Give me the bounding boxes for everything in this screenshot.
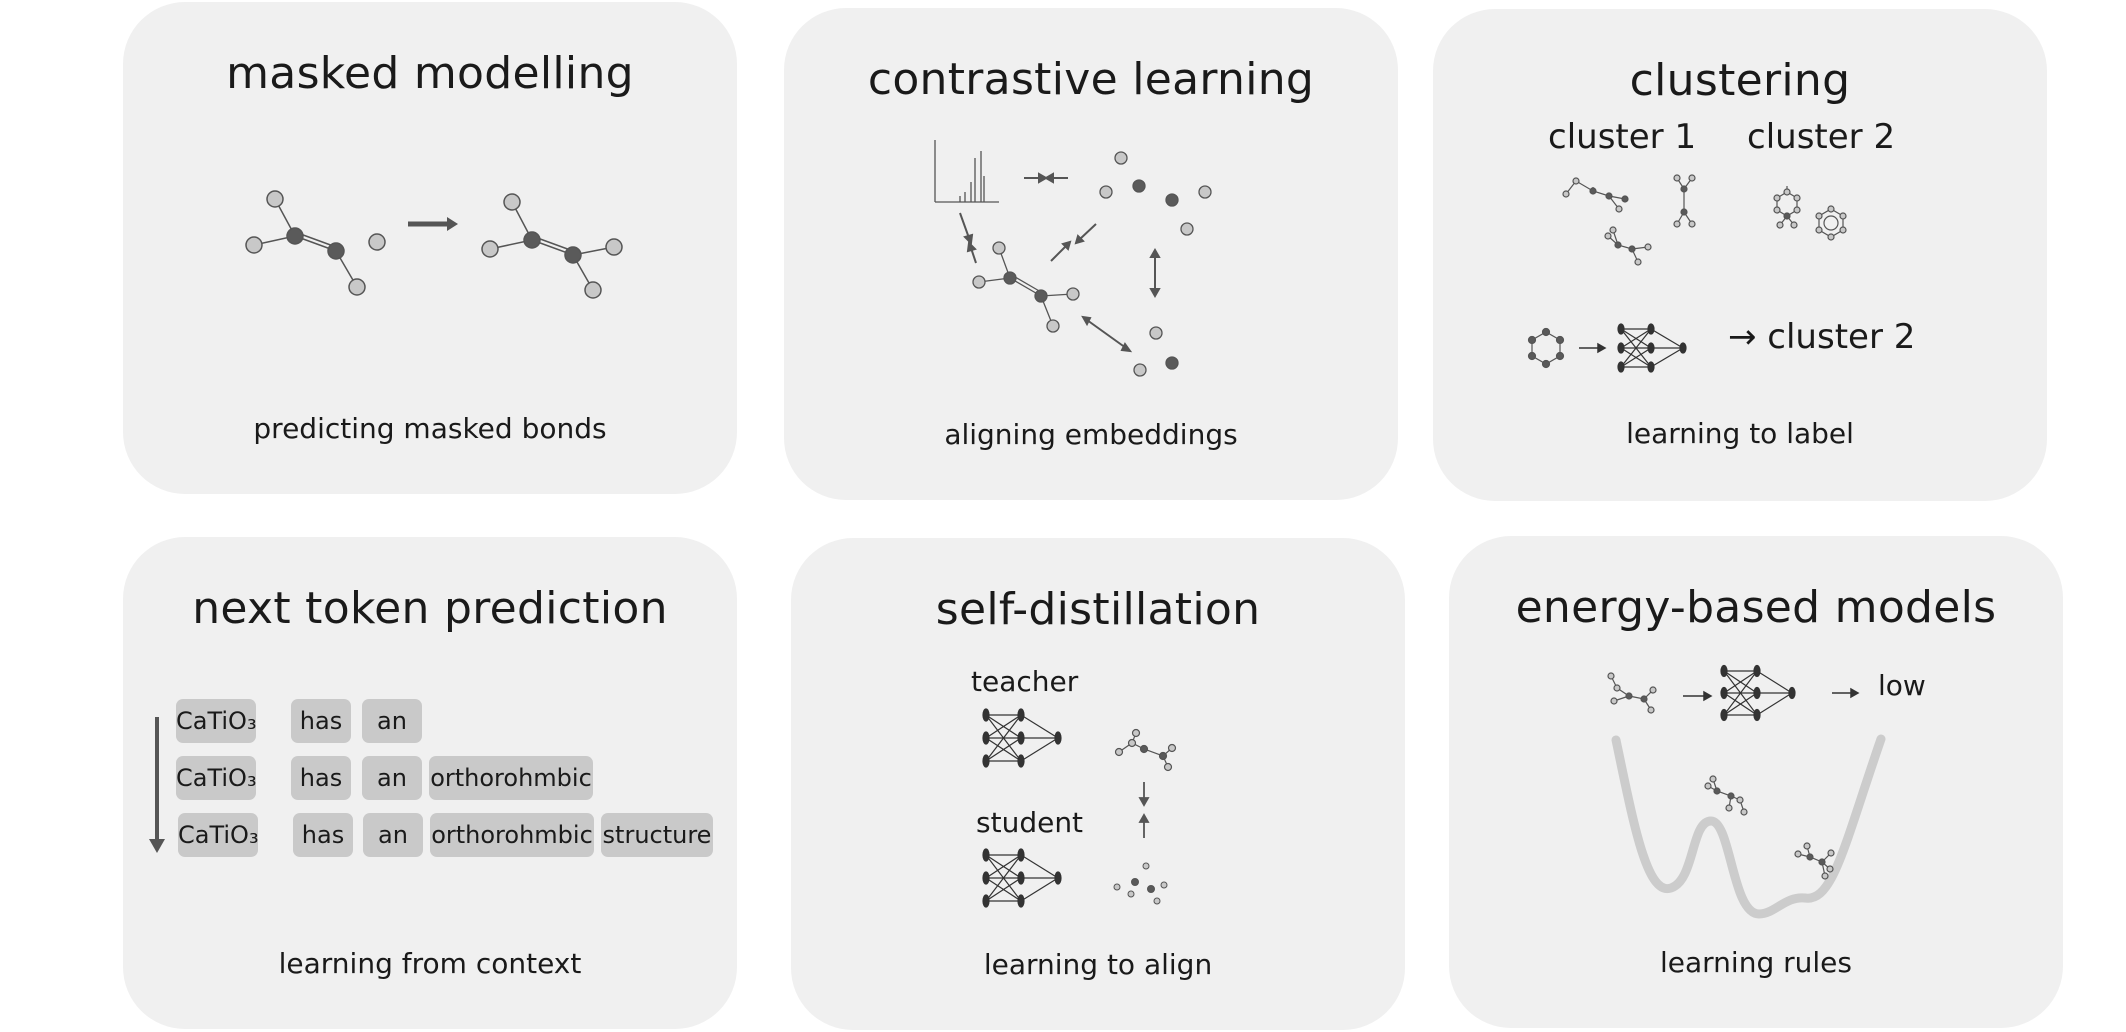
panel-self-distillation: self-distillation teacher student [791, 538, 1405, 1030]
molecule-icon [1527, 174, 1847, 369]
panel-title: self-distillation [935, 584, 1261, 635]
panel-caption: learning from context [278, 947, 582, 980]
energy-based-models-figure [1607, 664, 1886, 919]
embedding-points [1113, 862, 1168, 905]
teacher-label: teacher [971, 665, 1079, 698]
token: CaTiO₃ [176, 699, 257, 743]
next-token-arrow [149, 717, 165, 853]
panel-title: masked modelling [226, 48, 634, 99]
molecule-icon [1794, 842, 1835, 880]
energy-landscape-icon [1611, 734, 1886, 919]
molecule-icon [1607, 672, 1657, 714]
token: structure [601, 813, 713, 857]
spectrum-icon [934, 140, 999, 203]
cluster-2-label: cluster 2 [1747, 117, 1896, 157]
token: an [362, 699, 422, 743]
cluster-1-label: cluster 1 [1548, 117, 1697, 157]
arrow-icon [1579, 342, 1607, 354]
molecule-icon [972, 241, 1080, 333]
token: CaTiO₃ [178, 813, 259, 857]
energy-low-label: low [1878, 669, 1926, 702]
token: orthorohmbic [429, 756, 593, 800]
panel-energy-based-models: energy-based models low [1449, 536, 2063, 1028]
panel-masked-modelling: masked modelling [123, 2, 737, 494]
panel-caption: learning to label [1626, 417, 1854, 450]
self-distillation-figure [982, 708, 1177, 908]
cluster-output-label: → cluster 2 [1728, 317, 1916, 357]
panel-contrastive-learning: contrastive learning [784, 8, 1398, 500]
panel-next-token-prediction: next token prediction CaTiO₃ has an CaTi… [123, 537, 737, 1029]
arrow-icon [1683, 687, 1860, 702]
arrow-icon [1138, 782, 1150, 838]
neural-network-icon [1617, 323, 1687, 373]
token: has [291, 699, 351, 743]
molecule-icon [1704, 775, 1748, 816]
clustering-figure [1527, 174, 1847, 373]
embedding-points [1099, 151, 1212, 377]
arrow-icon [959, 212, 1161, 353]
panel-title: energy-based models [1515, 582, 1997, 633]
molecule-icon [1114, 728, 1177, 772]
panel-title: contrastive learning [867, 54, 1315, 105]
neural-network-icon [982, 848, 1062, 908]
neural-network-icon [982, 708, 1062, 768]
panel-caption: predicting masked bonds [253, 412, 607, 445]
arrow-icon [149, 717, 165, 853]
token: orthorohmbic [430, 813, 594, 857]
student-label: student [976, 806, 1084, 839]
token: has [291, 756, 351, 800]
arrow-icon [1024, 172, 1068, 184]
panel-caption: learning to align [983, 948, 1213, 981]
molecule-icon [245, 190, 386, 296]
masked-modelling-figure [245, 190, 623, 299]
arrow-icon [408, 217, 458, 231]
panel-caption: learning rules [1660, 946, 1852, 979]
molecule-icon [481, 193, 623, 299]
panel-caption: aligning embeddings [944, 418, 1238, 451]
token: has [293, 813, 353, 857]
panel-clustering: clustering cluster 1 cluster 2 → cluster… [1433, 9, 2047, 501]
contrastive-learning-figure [934, 140, 1212, 377]
panel-title: next token prediction [192, 583, 668, 634]
neural-network-icon [1720, 664, 1796, 722]
panel-title: clustering [1629, 55, 1851, 106]
token: CaTiO₃ [176, 756, 257, 800]
token: an [362, 756, 422, 800]
token: an [363, 813, 423, 857]
